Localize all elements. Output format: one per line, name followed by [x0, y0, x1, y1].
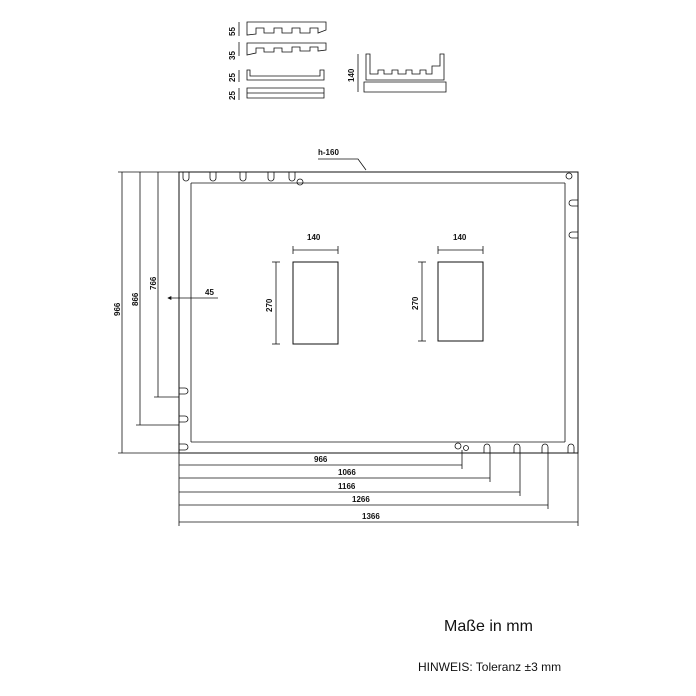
cutout-left-width: 140 [307, 233, 321, 242]
left-dimensions: 966 866 766 45 [113, 171, 218, 454]
top-label-leader: h-160 [318, 148, 367, 171]
board-outline [178, 171, 579, 454]
cutout-right-width: 140 [453, 233, 467, 242]
cutout-right-height: 270 [411, 296, 420, 310]
tolerance-note: HINWEIS: Toleranz ±3 mm [418, 660, 562, 674]
bottom-dim-966: 966 [314, 455, 328, 464]
bottom-dim-1266: 1266 [352, 495, 370, 504]
bottom-dimensions: 966 1066 1166 1266 1366 [178, 450, 579, 526]
profile-55-label: 55 [228, 27, 237, 36]
inner-dim-45: 45 [205, 288, 214, 297]
cutout-left-height: 270 [265, 298, 274, 312]
profile-side-140: 140 [347, 53, 447, 93]
bottom-dim-1166: 1166 [338, 482, 356, 491]
profile-25a-label: 25 [228, 73, 237, 82]
units-note: Maße in mm [444, 618, 533, 635]
left-dim-966: 966 [113, 302, 122, 316]
cutout-right: 140 270 [411, 233, 484, 342]
profile-35: 35 [228, 42, 327, 60]
bottom-dim-1366: 1366 [362, 512, 380, 521]
left-dim-866: 866 [131, 292, 140, 306]
profile-25b-label: 25 [228, 91, 237, 100]
top-label: h-160 [318, 148, 339, 157]
profile-25-a: 25 [228, 69, 325, 82]
cutout-left: 140 270 [265, 233, 339, 345]
profile-side-label: 140 [347, 68, 356, 82]
bottom-dim-1066: 1066 [338, 468, 356, 477]
profile-sketches: 55 35 25 25 140 [228, 21, 447, 100]
left-dim-766: 766 [149, 276, 158, 290]
profile-35-label: 35 [228, 51, 237, 60]
profile-55: 55 [228, 21, 327, 36]
profile-25-b: 25 [228, 87, 325, 100]
